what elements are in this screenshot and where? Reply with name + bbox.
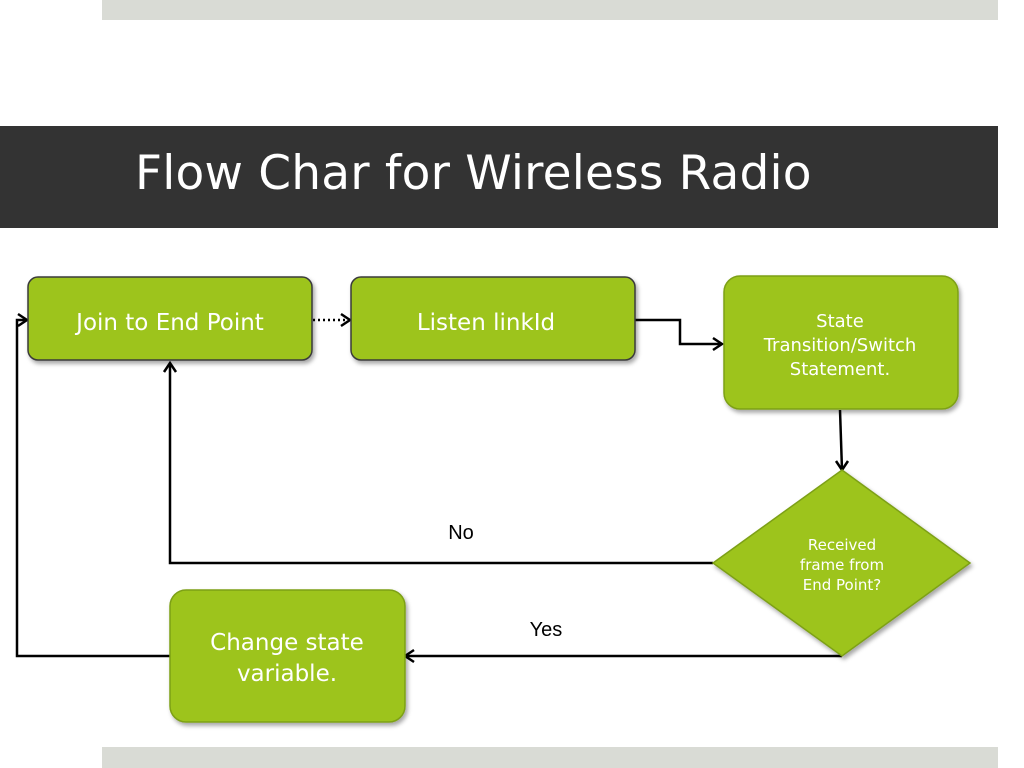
node-change: Change state variable. xyxy=(169,589,406,723)
edge-decision-to-join xyxy=(168,363,713,565)
edge-listen-to-state xyxy=(635,318,722,346)
node-decision-line-2: frame from xyxy=(800,556,884,574)
node-decision-line-1: Received xyxy=(808,536,876,554)
node-join: Join to End Point xyxy=(27,276,313,361)
slide-title: Flow Char for Wireless Radio xyxy=(135,146,812,201)
node-listen-label: Listen linkId xyxy=(417,310,555,336)
node-listen: Listen linkId xyxy=(350,276,636,361)
top-band xyxy=(102,0,998,20)
node-state: State Transition/Switch Statement. xyxy=(723,275,959,410)
arrowhead-decision-to-join xyxy=(162,360,178,373)
arrowhead-join-to-listen xyxy=(340,312,353,328)
edge-label-no: No xyxy=(448,522,474,544)
node-decision-line-3: End Point? xyxy=(803,576,881,594)
node-state-line-1: State xyxy=(816,311,864,332)
arrowhead-change-to-join xyxy=(17,312,30,328)
bottom-band xyxy=(102,747,998,768)
edge-change-to-join xyxy=(15,318,170,658)
node-decision: Received frame from End Point? xyxy=(711,469,972,657)
node-change-line-2: variable. xyxy=(237,661,337,687)
node-join-label: Join to End Point xyxy=(74,310,264,336)
node-state-line-3: Statement. xyxy=(790,359,890,380)
arrowhead-listen-to-state xyxy=(712,336,725,352)
node-change-line-1: Change state xyxy=(210,630,364,656)
node-state-line-2: Transition/Switch xyxy=(763,335,917,356)
edge-state-to-decision xyxy=(838,409,844,471)
title-bar xyxy=(0,126,998,228)
edge-label-yes: Yes xyxy=(530,619,563,641)
